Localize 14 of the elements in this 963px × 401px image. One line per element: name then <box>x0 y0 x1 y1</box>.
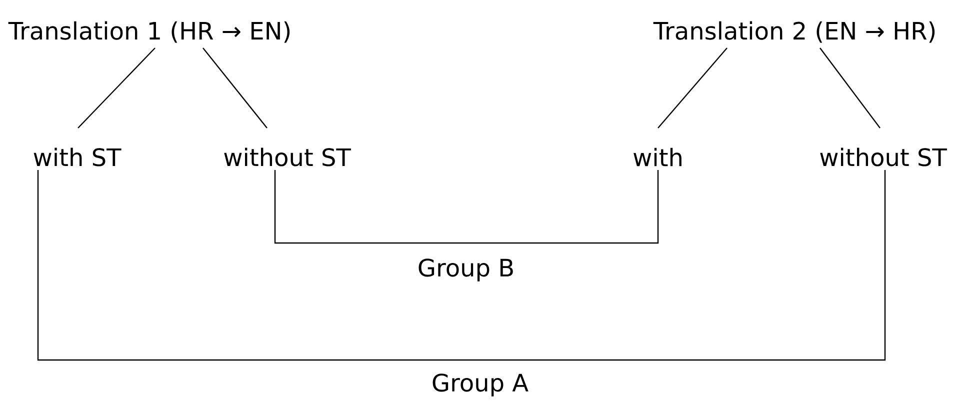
tree-label: Translation 1 (HR → EN) <box>8 21 290 43</box>
connector-line <box>202 48 268 128</box>
tree-label: with ST <box>34 148 122 166</box>
tree-label: without ST <box>820 148 947 166</box>
edge-label: Group B <box>416 257 516 283</box>
edge-label: Group A <box>430 372 530 398</box>
connector-line <box>658 48 728 128</box>
tree-label: with <box>634 148 682 166</box>
bracket-line <box>274 170 659 244</box>
connector-line <box>78 48 156 128</box>
connector-line <box>820 48 880 128</box>
tree-label: without ST <box>224 148 351 166</box>
tree-label: Translation 2 (EN → HR) <box>653 21 935 43</box>
bracket-line <box>37 170 886 361</box>
